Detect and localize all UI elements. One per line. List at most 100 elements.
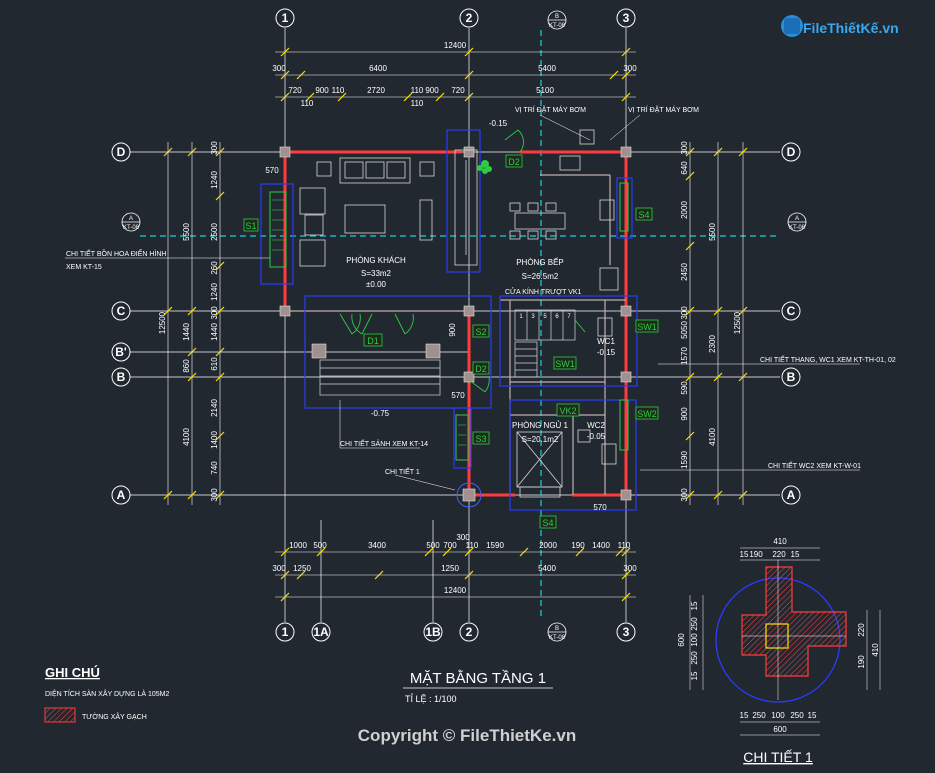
dim-text: 640 [680,161,689,175]
annotation-detail1: CHI TIẾT 1 [385,466,420,476]
dim-text: 4100 [708,428,717,446]
detail-dim: 15 [740,711,749,720]
drawing-scale: TỈ LỆ : 1/100 [405,693,457,704]
tag-s2: S2 [475,327,486,337]
dim-text: 300 [680,141,689,155]
dim-text: 5400 [538,564,556,573]
tag-s4: S4 [638,210,649,220]
section-tag-ref: KT-08 [549,23,566,29]
dim-text: 570 [451,391,465,400]
dim-text: 900 [315,86,329,95]
dim-text: 900 [680,407,689,421]
room-wc2-name: WC2 [587,421,605,430]
detail-callout-circle [456,482,482,508]
grid-bottom-1b: 1B [425,625,441,639]
detail-dim: 15 [690,671,699,680]
dim-text: 6400 [369,64,387,73]
grid-bottom-1: 1 [282,625,289,639]
dim-text: 500 [313,541,327,550]
grid-right-d: D [787,145,796,159]
annotation-pump-a: VỊ TRÍ ĐẶT MÁY BƠM [515,105,586,114]
detail-dim: 100 [771,711,785,720]
dim-text: 260 [210,261,219,275]
dim-text: 500 [426,541,440,550]
living-room-furniture [299,157,435,267]
dim-text: 4100 [182,428,191,446]
grid-top-3: 3 [623,11,630,25]
dim-text: 2140 [210,399,219,417]
legend-wall-label: TƯỜNG XÂY GẠCH [82,712,147,721]
detail-dim: 410 [871,643,880,657]
doors [339,129,586,393]
annotation-sliding-door: CỬA KÍNH TRƯỢT VK1 [505,287,582,296]
dim-text: 300 [210,488,219,502]
room-living-name: PHÒNG KHÁCH [346,256,406,265]
detail-dim: 600 [677,633,686,647]
dim-text: 900 [425,86,439,95]
detail-dim: 220 [857,623,866,637]
section-tag-letter: A [129,216,133,222]
columns [279,146,632,501]
detail-dim: 15 [690,601,699,610]
dim-text: 720 [288,86,302,95]
annotation-lobby: CHI TIẾT SẢNH XEM KT-14 [340,438,428,448]
room-wc1-level: -0.15 [597,348,616,357]
room-kitchen-area: S=26.5m2 [522,272,559,281]
dim-text: 110 [301,99,314,108]
room-bedroom-name: PHÒNG NGỦ 1 [512,421,569,430]
section-tag-ref: KT-08 [789,225,806,231]
dim-text: 1240 [210,171,219,189]
room-bedroom-area: S=20.1m2 [522,435,559,444]
dim-text: 110 [411,99,424,108]
grid-left-b: B [117,370,126,384]
tag-sw1: SW1 [637,322,657,332]
grid-bubbles [111,8,801,642]
detail-dim: 410 [773,537,787,546]
detail-title: CHI TIẾT 1 [743,749,813,765]
dim-text: 300 [272,564,286,573]
grid-left-d: D [117,145,126,159]
highlight-frames [260,129,638,511]
stair-number: 6 [555,314,559,320]
detail-1 [689,547,881,736]
annotation-pump-b: VỊ TRÍ ĐẶT MÁY BƠM [628,105,699,114]
logo-text: FileThiếtKế.vn [803,20,899,36]
dim-text: 1440 [210,323,219,341]
tag-s3: S3 [475,434,486,444]
dim-text: 2450 [680,263,689,281]
grid-top-1: 1 [282,11,289,25]
dim-text: 300 [680,306,689,320]
stairs [319,309,576,396]
grid-bottom-1a: 1A [313,625,329,639]
dim-text: 5500 [708,223,717,241]
grid-right-c: C [787,304,796,318]
leader-lines [65,114,860,491]
grid-bottom-3: 3 [623,625,630,639]
dim-text: 700 [443,541,457,550]
grid-right-a: A [787,488,796,502]
grid-right-b: B [787,370,796,384]
dim-text: 2300 [708,335,717,353]
dim-text: 190 [571,541,585,550]
legend-heading: GHI CHÚ [45,665,100,680]
stair-number: 5 [543,314,547,320]
dim-text: 860 [182,359,191,373]
dim-text: 300 [680,488,689,502]
detail-dim: 190 [857,655,866,669]
dim-text: 5400 [538,64,556,73]
dim-text: 1000 [289,541,307,550]
dim-bottom-total: 12400 [444,586,467,595]
dim-text: 720 [451,86,465,95]
annotation-flower-ref: XEM KT-15 [66,264,102,271]
detail-dim: 220 [772,550,786,559]
level-mark: -0.75 [371,409,390,418]
dim-text: 570 [593,503,607,512]
detail-dim: 15 [740,550,749,559]
tag-vk2: VK2 [559,406,576,416]
tag-sw2: SW2 [637,409,657,419]
grid-bottom-2: 2 [466,625,473,639]
dim-text: 2000 [680,201,689,219]
dim-text: 2000 [539,541,557,550]
dim-text: 5050 [680,321,689,339]
dim-text: 5100 [536,86,554,95]
